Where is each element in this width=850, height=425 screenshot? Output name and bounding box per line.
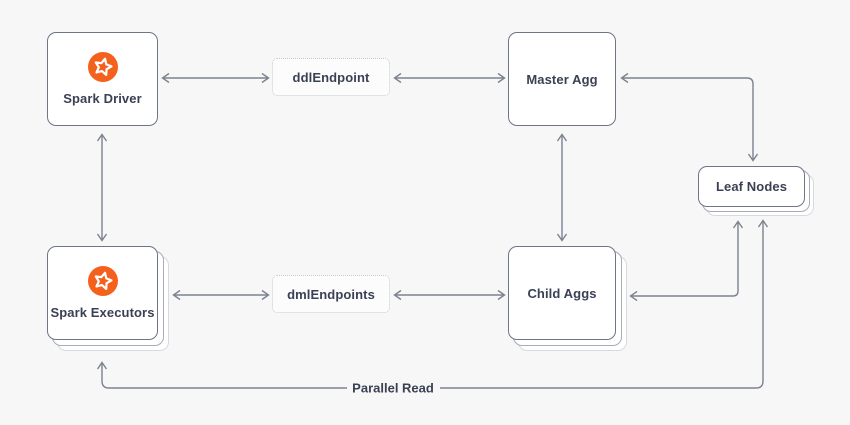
node-ddl-endpoint: ddlEndpoint — [272, 58, 390, 96]
node-label: ddlEndpoint — [292, 69, 370, 85]
node-spark-executors: Spark Executors — [47, 246, 158, 340]
node-leaf-nodes: Leaf Nodes — [698, 166, 805, 207]
node-label: Spark Executors — [50, 305, 155, 320]
spark-star-icon — [87, 266, 118, 296]
node-label: Leaf Nodes — [715, 179, 788, 194]
node-label: Master Agg — [526, 71, 598, 87]
arrow-childaggs-leafnodes — [629, 220, 744, 302]
node-spark-driver: Spark Driver — [47, 32, 158, 126]
node-dml-endpoints: dmlEndpoints — [272, 275, 390, 313]
arrow-parallel-read-left-segment — [96, 361, 347, 389]
node-label: Child Aggs — [527, 285, 597, 301]
node-master-agg: Master Agg — [508, 32, 616, 126]
node-label: dmlEndpoints — [287, 286, 375, 302]
arrow-masteragg-leafnodes — [620, 72, 759, 162]
parallel-read-label: Parallel Read — [352, 381, 434, 396]
node-child-aggs: Child Aggs — [508, 246, 616, 340]
spark-star-icon — [87, 52, 118, 82]
node-label: Spark Driver — [63, 91, 142, 106]
